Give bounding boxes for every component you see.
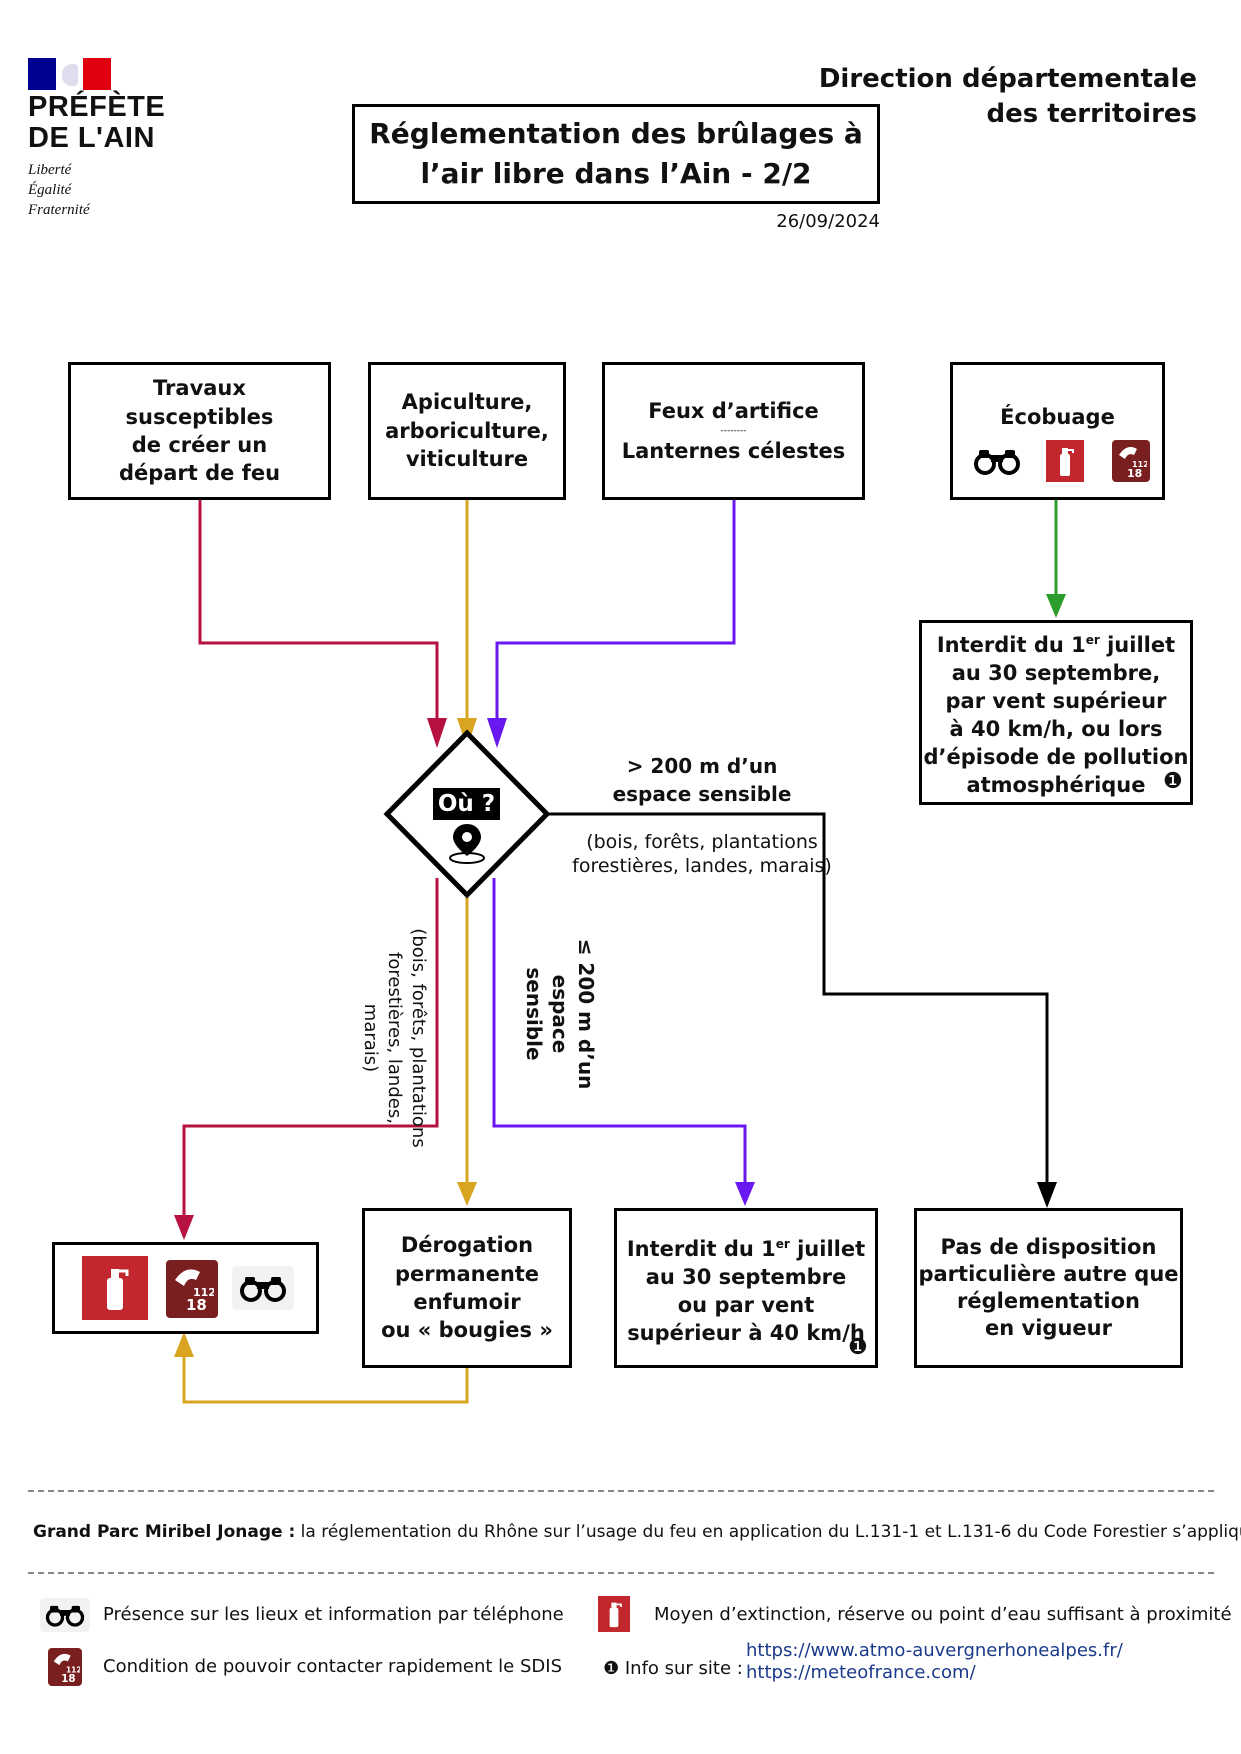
arrowhead-feux [487,718,507,748]
arrowhead-near-violet [735,1182,755,1206]
feux-separator: -------- [720,426,747,436]
interdit-sup: er [775,1236,790,1251]
far-distance-note: (bois, forêts, plantations forestières, … [572,831,832,877]
link-atmo[interactable]: https://www.atmo-auvergnerhonealpes.fr/ [746,1640,1123,1661]
motto-liberte: Liberté [28,162,72,178]
interdit-ecobuage-sup: er [1085,633,1100,647]
box-interdit-ecobuage: Interdit du 1er juillet au 30 septembre,… [919,620,1193,805]
motto-egalite: Égalité [28,182,72,198]
svg-text:112: 112 [1132,460,1147,469]
box-apiculture: Apiculture, arboriculture, viticulture [368,362,566,500]
logo-line2: DE L'AIN [28,122,155,154]
location-pin-icon [447,822,487,864]
box-pas-disposition: Pas de disposition particulière autre qu… [914,1208,1183,1368]
decision-label: Où ? [433,788,500,820]
legend-presence: Présence sur les lieux et information pa… [103,1604,564,1625]
arrowhead-derogation-icons [174,1332,194,1357]
info-marker-interdit: ❶ [848,1335,868,1360]
interdit-text-b: juillet [789,1236,866,1261]
svg-text:112: 112 [193,1286,214,1299]
arrowhead-travaux [427,718,447,748]
box-travaux: Travaux susceptibles de créer un départ … [68,362,331,500]
legend-info-label: ❶ Info sur site : [603,1658,743,1679]
arrowhead-far [1037,1182,1057,1208]
svg-text:18: 18 [61,1673,75,1684]
link-meteofrance[interactable]: https://meteofrance.com/ [746,1662,976,1683]
miribel-note: Grand Parc Miribel Jonage : la réglement… [33,1520,1241,1544]
arrow-feux-to-diamond [495,500,736,728]
box-feux: Feux d’artifice -------- Lanternes céles… [602,362,865,500]
fire-extinguisher-icon [1046,440,1084,482]
arrow-near-to-icons [182,878,439,1220]
document-date: 26/09/2024 [776,211,880,232]
miribel-note-text: la réglementation du Rhône sur l’usage d… [295,1522,1241,1542]
organisation-name: Direction départementale des territoires [818,64,1197,129]
arrow-derogation-to-icons [182,1352,469,1404]
motto-fraternite: Fraternité [28,202,90,218]
divider-top [28,1490,1214,1492]
page-title: Réglementation des brûlages à l’air libr… [352,104,880,204]
box-derogation: Dérogation permanente enfumoir ou « boug… [362,1208,572,1368]
interdit-ecobuage-text-a: Interdit du 1 [936,633,1086,657]
near-distance-label: ≤ 200 m d’un espace sensible [522,938,598,1090]
fire-extinguisher-icon [82,1256,148,1320]
binoculars-icon [970,440,1024,482]
lanternes-label: Lanternes célestes [621,439,846,463]
legend-moyen: Moyen d’extinction, réserve ou point d’e… [654,1604,1232,1625]
binoculars-icon [40,1598,90,1632]
arrow-near-to-interdit [492,878,747,1186]
far-distance-label: > 200 m d’un espace sensible [612,754,792,806]
prefecture-logo: PRÉFÈTE DE L'AIN Liberté Égalité Fratern… [28,58,178,220]
fire-extinguisher-icon [598,1596,630,1632]
arrowhead-ecobuage [1046,594,1066,618]
svg-text:18: 18 [186,1296,207,1314]
interdit-ecobuage-text-rest: au 30 septembre, par vent supérieur à 40… [923,661,1189,797]
feux-artifice-label: Feux d’artifice [648,398,819,423]
interdit-ecobuage-text-b: juillet [1099,633,1176,657]
logo-line1: PRÉFÈTE [28,91,166,123]
legend-sdis: Condition de pouvoir contacter rapidemen… [103,1656,562,1677]
arrow-far-to-pas-disposition [546,812,1049,1188]
ecobuage-label: Écobuage [1000,405,1115,429]
interdit-text-a: Interdit du 1 [626,1236,776,1261]
info-marker-ecobuage: ❶ [1163,769,1183,794]
interdit-text-rest: au 30 septembre ou par vent supérieur à … [627,1264,865,1345]
arrow-travaux-to-diamond [198,500,439,728]
marianne-flag-icon [28,58,111,90]
box-interdit: Interdit du 1er juillet au 30 septembre … [614,1208,878,1368]
arrowhead-near-crimson [174,1215,194,1240]
near-distance-note: (bois, forêts, plantations forestières, … [360,928,429,1148]
svg-text:18: 18 [1127,467,1142,479]
divider-bottom [28,1572,1214,1574]
miribel-note-bold: Grand Parc Miribel Jonage : [33,1522,296,1542]
binoculars-icon [232,1266,294,1310]
svg-text:112: 112 [66,1666,80,1675]
arrowhead-near-gold [457,1182,477,1206]
